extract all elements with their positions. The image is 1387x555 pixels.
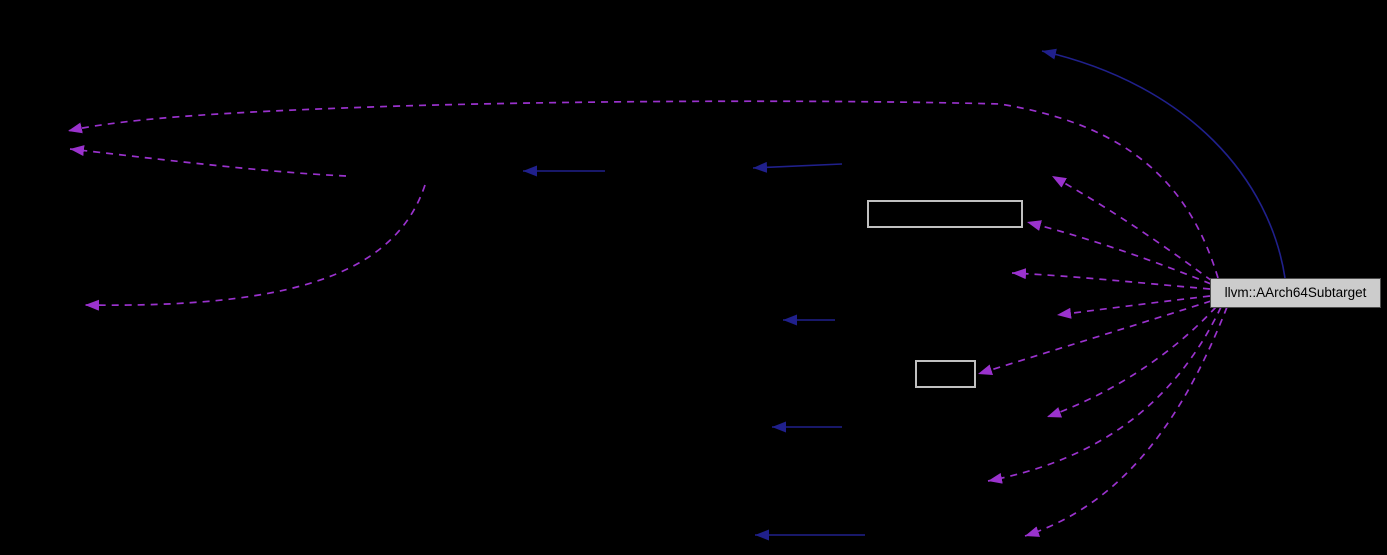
uses-edge-top-long xyxy=(67,100,1219,279)
uses-edge-left-mid-upper xyxy=(1011,268,1211,290)
uses-edge-far-left-straight xyxy=(69,145,347,177)
inherits-edge-top-curve xyxy=(1041,48,1286,279)
uses-edge-upper-left xyxy=(1051,175,1213,282)
uses-edge-left-mid-lower xyxy=(1056,295,1211,319)
uses-edge-to-empty-node-2 xyxy=(977,300,1212,376)
uses-edge-to-empty-node-1 xyxy=(1026,220,1212,285)
inherits-edge-row1-right xyxy=(752,161,843,173)
uses-edge-far-left-curved xyxy=(84,184,426,311)
uses-edge-lower-3 xyxy=(1024,306,1228,537)
uses-edge-lower-1 xyxy=(1046,306,1217,418)
empty-node-box-2[interactable] xyxy=(915,360,976,388)
main-node-aarch64subtarget[interactable]: llvm::AArch64Subtarget xyxy=(1210,278,1381,308)
empty-node-box-1[interactable] xyxy=(867,200,1023,228)
